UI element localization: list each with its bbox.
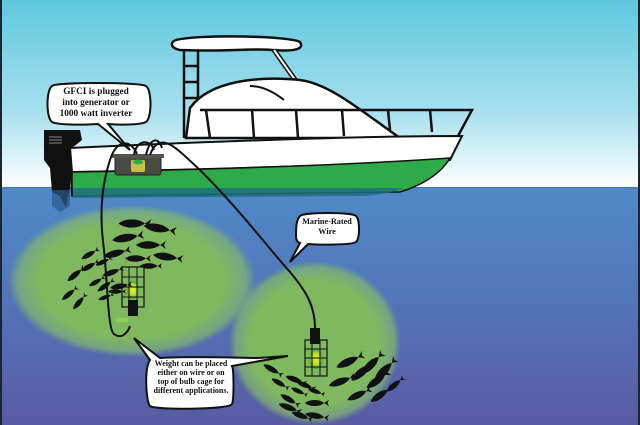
outboard-motor bbox=[44, 130, 82, 208]
wire-left bbox=[100, 142, 138, 338]
wire-right bbox=[149, 141, 316, 329]
gfci-callout-bubble bbox=[46, 82, 152, 151]
callout-bubbles bbox=[46, 82, 360, 410]
t-top bbox=[170, 35, 303, 52]
wire-callout-bubble bbox=[289, 212, 360, 263]
gfci-callout-text: GFCI is plugged into generator or 1000 w… bbox=[59, 87, 133, 120]
weight-callout-text: Weight can be placed either on wire or o… bbox=[153, 359, 229, 395]
light-glow-left bbox=[8, 205, 256, 357]
weight-callout-bubble bbox=[133, 337, 289, 410]
marine-wire-callout-text: Marine-Rated Wire bbox=[302, 217, 352, 236]
hull-green bbox=[71, 157, 452, 197]
light-cage-left bbox=[116, 266, 145, 322]
light-cage-right bbox=[304, 328, 328, 377]
boat bbox=[44, 35, 475, 212]
generator-box bbox=[112, 154, 164, 176]
cabin bbox=[184, 77, 404, 140]
